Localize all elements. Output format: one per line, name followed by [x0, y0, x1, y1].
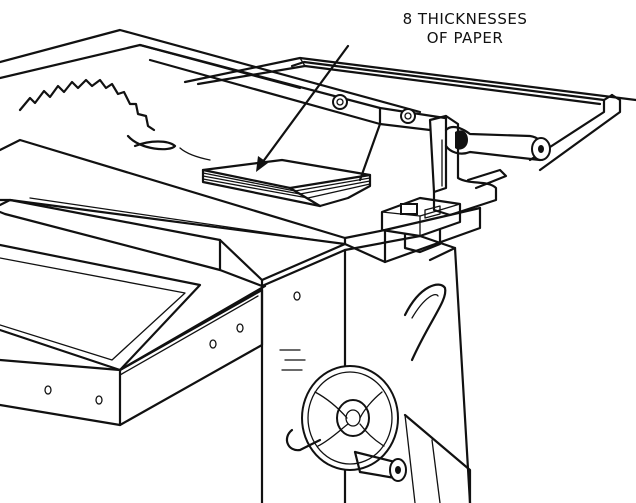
table-top — [0, 28, 422, 246]
front-rail — [343, 196, 482, 264]
rip-fence — [138, 43, 508, 217]
saw-blade — [18, 78, 211, 161]
callout-line-2: OF PAPER — [426, 29, 504, 47]
fence-lock-handle — [444, 125, 551, 162]
table-front-edge — [0, 198, 347, 503]
callout-label: 8 THICKNESSES OF PAPER — [380, 10, 550, 48]
paper-stack — [201, 158, 372, 208]
rear-rail — [183, 56, 636, 172]
callout-line-1: 8 THICKNESSES — [402, 10, 528, 28]
blade-height-handwheel — [279, 349, 407, 482]
